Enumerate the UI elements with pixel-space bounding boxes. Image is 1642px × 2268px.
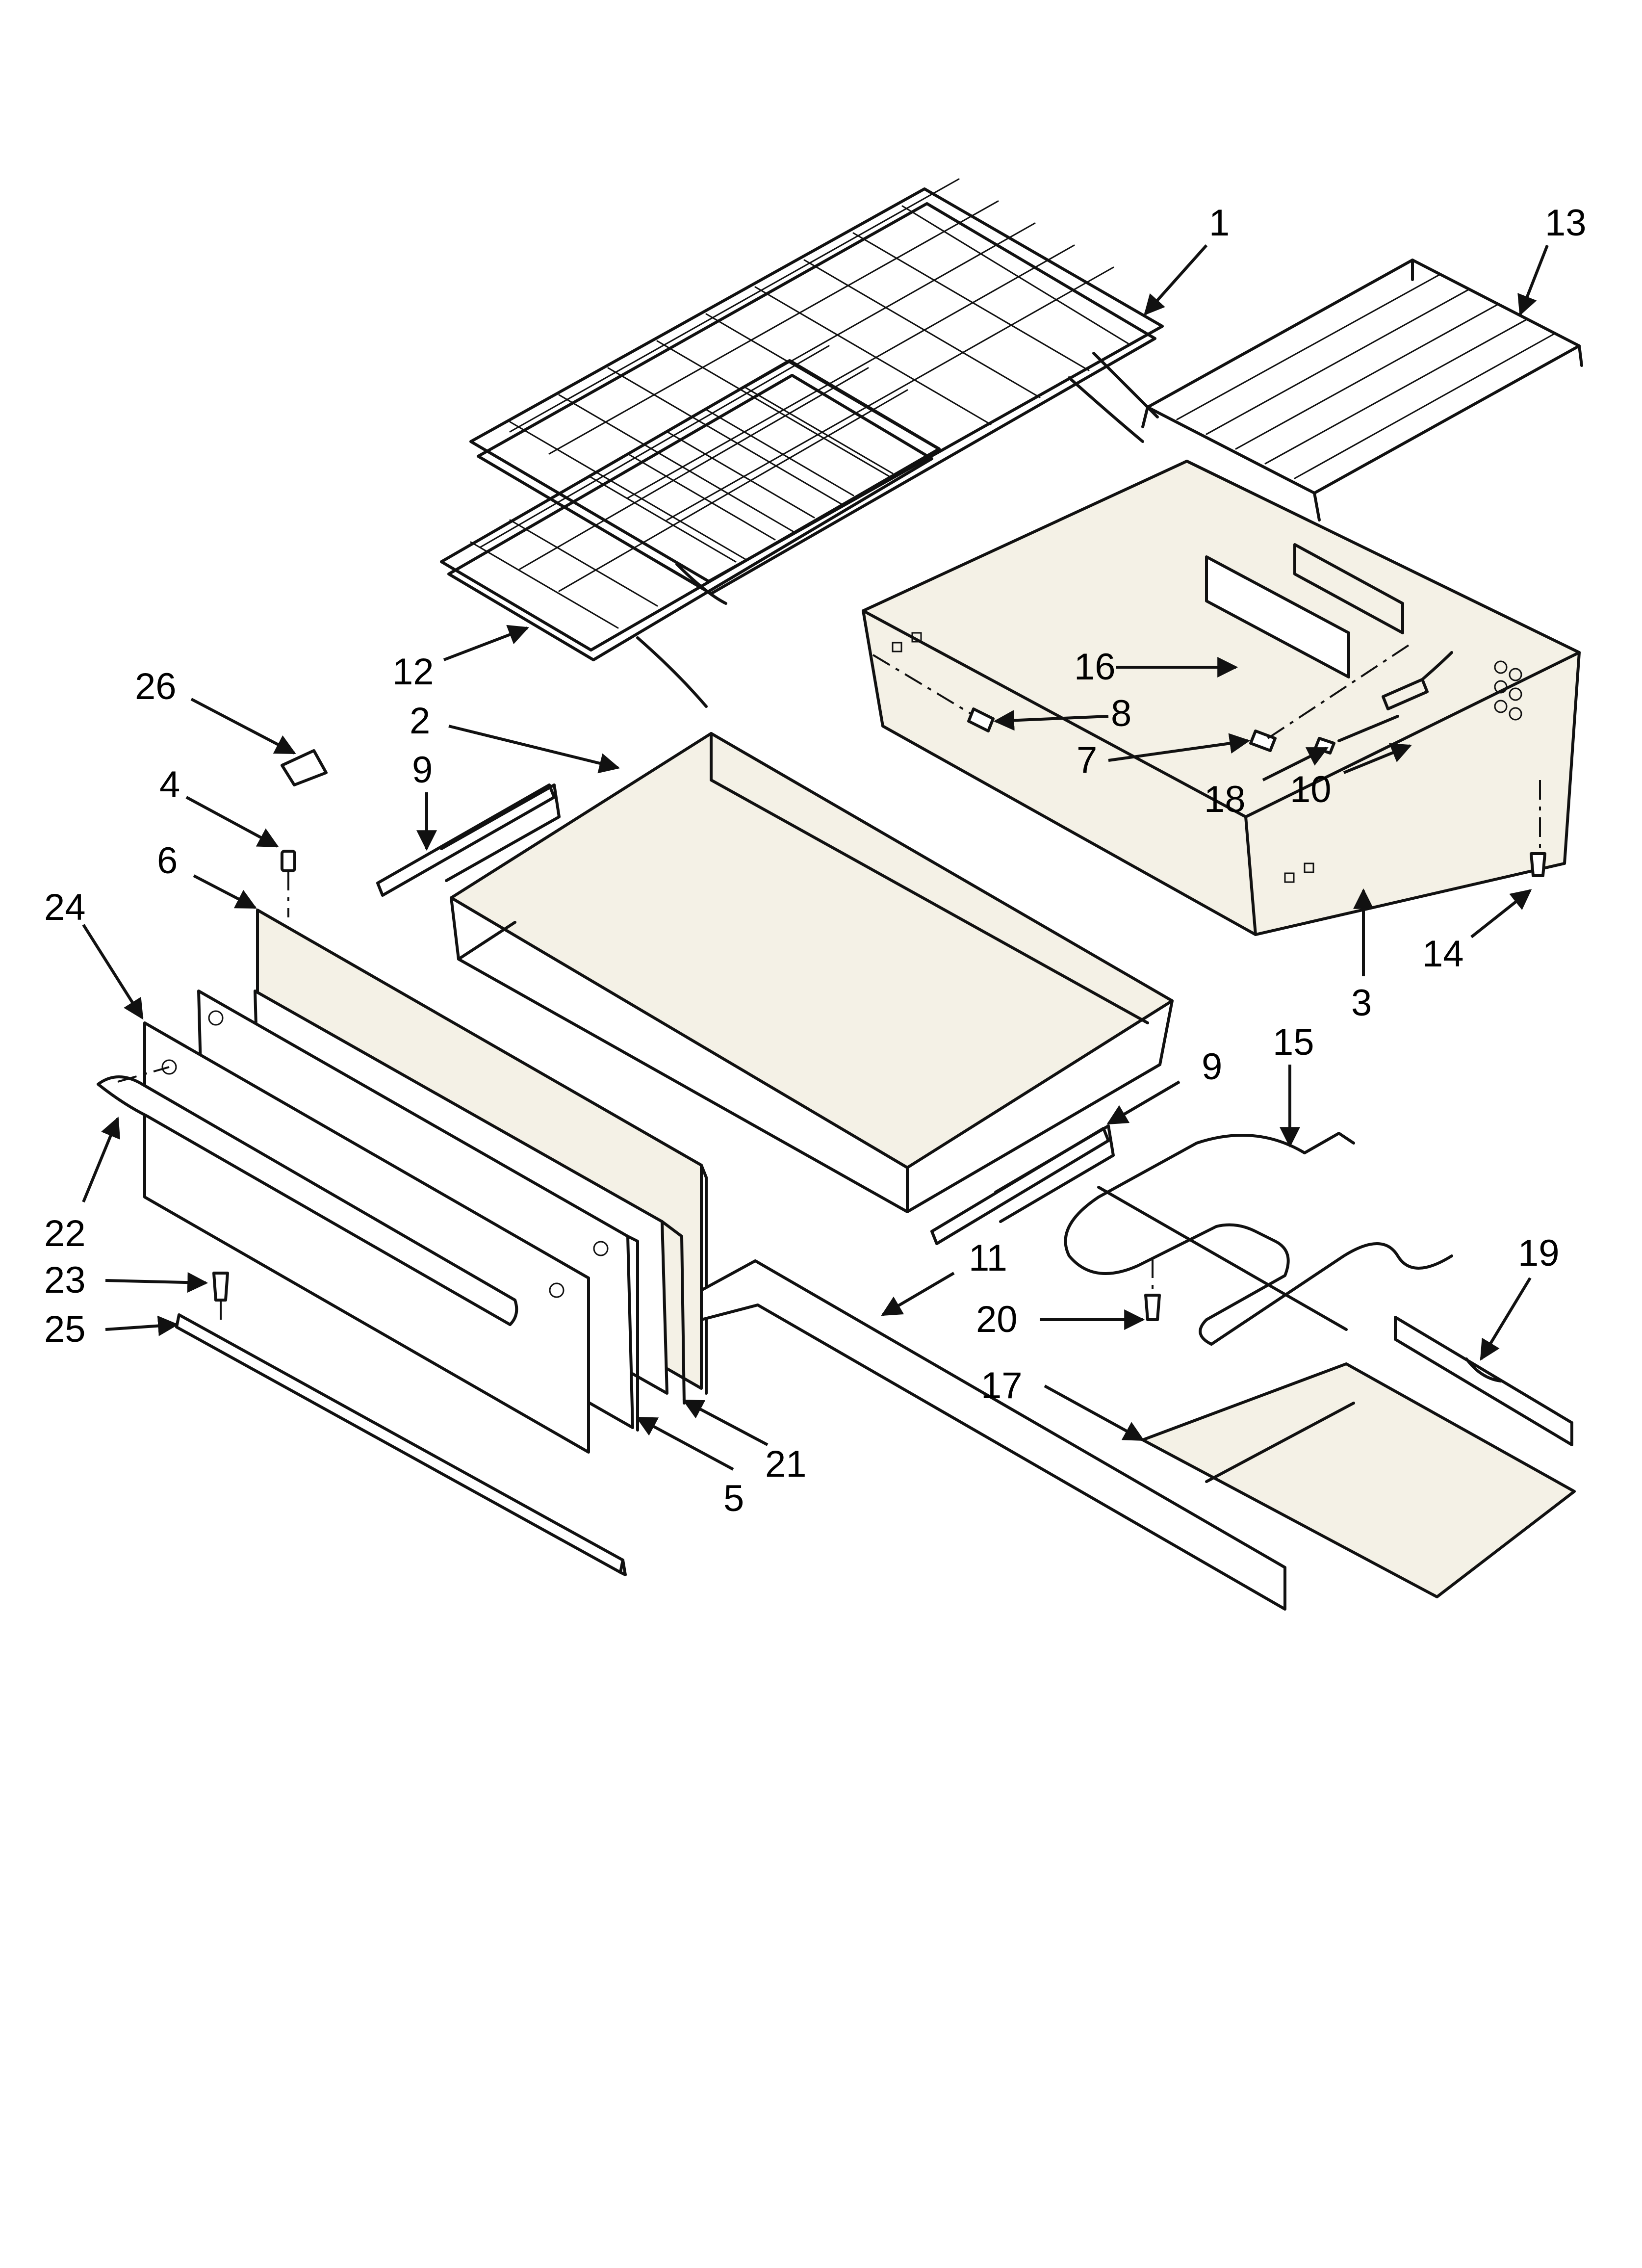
callout-17: 17 xyxy=(981,1365,1023,1407)
callout-10: 10 xyxy=(1290,769,1332,810)
warming-rack xyxy=(1141,259,1583,521)
drawer-handle xyxy=(97,1075,518,1326)
callout-6: 6 xyxy=(157,840,178,882)
drawer-slide-left xyxy=(376,783,561,897)
callout-15: 15 xyxy=(1273,1021,1314,1063)
callout-24: 24 xyxy=(44,886,86,928)
callout-5: 5 xyxy=(723,1478,744,1519)
callout-4: 4 xyxy=(159,764,180,806)
drawer-slide-right xyxy=(930,1124,1115,1245)
callout-labels: 1 13 12 2 26 9 4 6 24 22 23 25 5 21 11 9… xyxy=(44,202,1587,1519)
heat-deflector xyxy=(1141,1362,1576,1598)
alignment-lines xyxy=(117,642,1541,1325)
callout-7: 7 xyxy=(1077,739,1097,781)
oven-rack-lower xyxy=(440,345,941,708)
callout-13: 13 xyxy=(1545,202,1587,244)
callout-14: 14 xyxy=(1422,933,1464,975)
callout-3: 3 xyxy=(1351,982,1372,1024)
leader-arrows xyxy=(82,244,1549,1471)
callout-12: 12 xyxy=(392,651,434,693)
callout-1: 1 xyxy=(1209,202,1230,244)
callout-11: 11 xyxy=(969,1237,1007,1279)
callout-16: 16 xyxy=(1074,646,1116,688)
callout-26: 26 xyxy=(135,666,177,707)
callout-19: 19 xyxy=(1518,1232,1560,1274)
callout-9b: 9 xyxy=(1202,1046,1222,1088)
callout-2: 2 xyxy=(410,700,430,742)
callout-21: 21 xyxy=(765,1443,807,1485)
box-fasteners xyxy=(967,651,1453,755)
callout-9a: 9 xyxy=(412,749,433,791)
fasteners-small xyxy=(212,749,1546,1321)
callout-20: 20 xyxy=(976,1299,1018,1340)
callout-22: 22 xyxy=(44,1213,86,1254)
callout-23: 23 xyxy=(44,1259,86,1301)
bracket xyxy=(1394,1316,1573,1446)
callout-8: 8 xyxy=(1111,693,1131,734)
broiler-box xyxy=(862,460,1581,936)
bottom-trim xyxy=(700,1259,1286,1611)
broiler-drawer-pan xyxy=(450,732,1174,1213)
callout-25: 25 xyxy=(44,1308,86,1350)
broil-element xyxy=(1064,1132,1453,1346)
callout-18: 18 xyxy=(1204,779,1246,820)
